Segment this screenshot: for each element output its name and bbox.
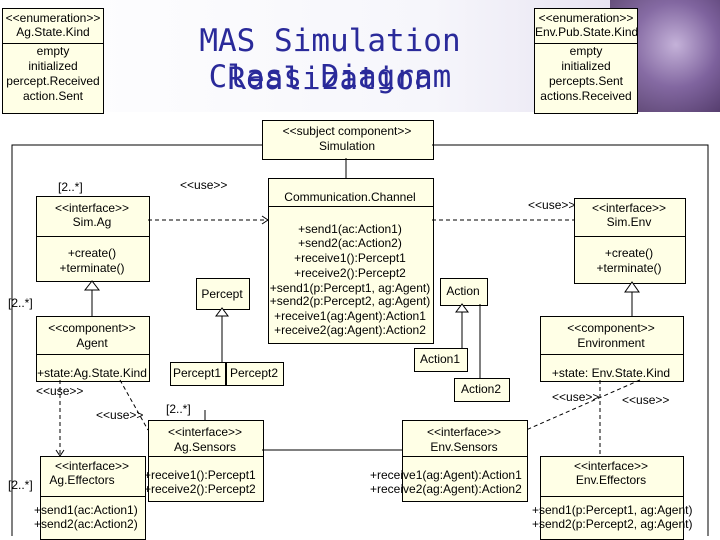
action-name: Action [446, 284, 480, 298]
ag-effectors-stereotype: <<interface>> [54, 459, 130, 473]
env-effectors-interface [540, 456, 684, 540]
use-label: <<use>> [552, 390, 600, 404]
use-label: <<use>> [96, 408, 144, 422]
environment-attribute: +state: Env.State.Kind [551, 366, 671, 380]
generalization-arrow [624, 281, 640, 293]
agent-attribute: +state:Ag.State.Kind [37, 366, 147, 380]
agent-stereotype: <<component>> [48, 321, 136, 335]
environment-stereotype: <<component>> [567, 321, 655, 335]
enum-value: empty [36, 44, 70, 58]
use-label: <<use>> [528, 198, 576, 212]
sim-env-stereotype: <<interface>> [591, 201, 667, 215]
agent-component [36, 316, 150, 382]
sim-ag-stereotype: <<interface>> [54, 201, 130, 215]
simulation-name: Simulation [318, 139, 376, 153]
percept2-class [226, 362, 284, 386]
simulation-stereotype: <<subject component>> [282, 124, 412, 138]
env-effectors-stereotype: <<interface>> [573, 459, 649, 473]
sim-env-interface [574, 198, 686, 284]
enum-value: empty [569, 44, 603, 58]
ag-sensors-name: Ag.Sensors [173, 440, 237, 454]
diagram-title-line1: MAS Simulation Realization [199, 23, 461, 97]
ag-sensors-interface [148, 420, 264, 502]
environment-name: Environment [577, 336, 645, 350]
ag-effectors-op: +send1(ac:Action1) [34, 503, 138, 517]
sim-env-op: +terminate() [596, 261, 662, 275]
enum-stereotype: <<enumeration>> [538, 11, 634, 25]
generalization-arrow [83, 280, 101, 291]
simulation-component [262, 120, 434, 160]
channel-op: +send1(p:Percept1, ag:Agent) [269, 281, 431, 295]
action1-class [414, 348, 468, 372]
enum-value: initialized [561, 59, 611, 73]
percept-name: Percept [201, 287, 243, 301]
ag-sensors-stereotype: <<interface>> [167, 425, 243, 439]
ag-effectors-name: Ag.Effectors [49, 473, 115, 487]
enum-env-pub-state-kind: <<enumeration>>Env.Pub.State.Kind empty … [534, 8, 638, 114]
action1-name: Action1 [419, 352, 461, 366]
environment-component [540, 316, 684, 382]
simulation-frame-left [11, 144, 262, 536]
multiplicity-label: [2..*] [8, 296, 33, 310]
simulation-frame-right [432, 144, 709, 536]
channel-name: Communication.Channel [284, 190, 416, 204]
diagram-title-line2: Class Diagram [208, 59, 452, 95]
action2-class [454, 378, 510, 402]
multiplicity-label: [2..*] [8, 478, 33, 492]
channel-op: +receive2():Percept2 [294, 266, 406, 280]
enum-name: Ag.State.Kind [16, 25, 90, 39]
use-label: <<use>> [622, 393, 670, 407]
env-sensors-name: Env.Sensors [430, 440, 498, 454]
env-effectors-op: +send1(p:Percept1, ag:Agent) [532, 503, 693, 517]
env-sensors-op: +receive2(ag:Agent):Action2 [370, 482, 522, 496]
sim-ag-op: +terminate() [59, 261, 125, 275]
channel-op: +receive1():Percept1 [294, 251, 406, 265]
ag-effectors-interface [40, 456, 146, 540]
sim-ag-name: Sim.Ag [72, 215, 112, 229]
channel-op: +send2(ac:Action2) [298, 236, 402, 250]
env-effectors-name: Env.Effectors [575, 473, 647, 487]
action-class [440, 278, 488, 306]
generalization-arrow [215, 307, 229, 317]
percept1-class [170, 362, 226, 386]
generalization-arrow [455, 303, 469, 313]
percept2-name: Percept2 [229, 366, 279, 380]
enum-value: percept.Received [6, 74, 100, 88]
action2-name: Action2 [460, 382, 502, 396]
enum-stereotype: <<enumeration>> [5, 11, 101, 25]
enum-value: action.Sent [22, 89, 84, 103]
sim-ag-op: +create() [67, 246, 117, 260]
agent-name: Agent [76, 336, 108, 350]
sim-env-op: +create() [604, 246, 654, 260]
env-sensors-interface [402, 420, 528, 502]
channel-op: +send1(ac:Action1) [298, 222, 402, 236]
env-effectors-op: +send2(p:Percept2, ag:Agent) [532, 517, 693, 531]
sim-env-name: Sim.Env [606, 215, 652, 229]
use-label: <<use>> [36, 384, 84, 398]
enum-ag-state-kind: <<enumeration>>Ag.State.Kind empty initi… [2, 8, 104, 114]
percept-class [196, 278, 250, 310]
sim-ag-interface [36, 196, 150, 282]
enum-name: Env.Pub.State.Kind [535, 25, 639, 39]
env-sensors-op: +receive1(ag:Agent):Action1 [370, 468, 522, 482]
multiplicity-label: [2..*] [166, 402, 191, 416]
ag-effectors-op: +send2(ac:Action2) [34, 517, 138, 531]
communication-channel-class [268, 178, 434, 344]
enum-value: actions.Received [540, 89, 632, 103]
enum-value: percepts.Sent [548, 74, 624, 88]
ag-sensors-op: +receive2():Percept2 [144, 482, 256, 496]
use-label: <<use>> [180, 178, 228, 192]
env-sensors-stereotype: <<interface>> [426, 425, 502, 439]
multiplicity-label: [2..*] [58, 180, 83, 194]
channel-op: +receive1(ag:Agent):Action1 [274, 309, 426, 323]
channel-op: +receive2(ag:Agent):Action2 [274, 323, 426, 337]
ag-sensors-op: +receive1():Percept1 [144, 468, 256, 482]
channel-op: +send2(p:Percept2, ag:Agent) [269, 294, 431, 308]
enum-value: initialized [28, 59, 78, 73]
percept1-name: Percept1 [172, 366, 222, 380]
